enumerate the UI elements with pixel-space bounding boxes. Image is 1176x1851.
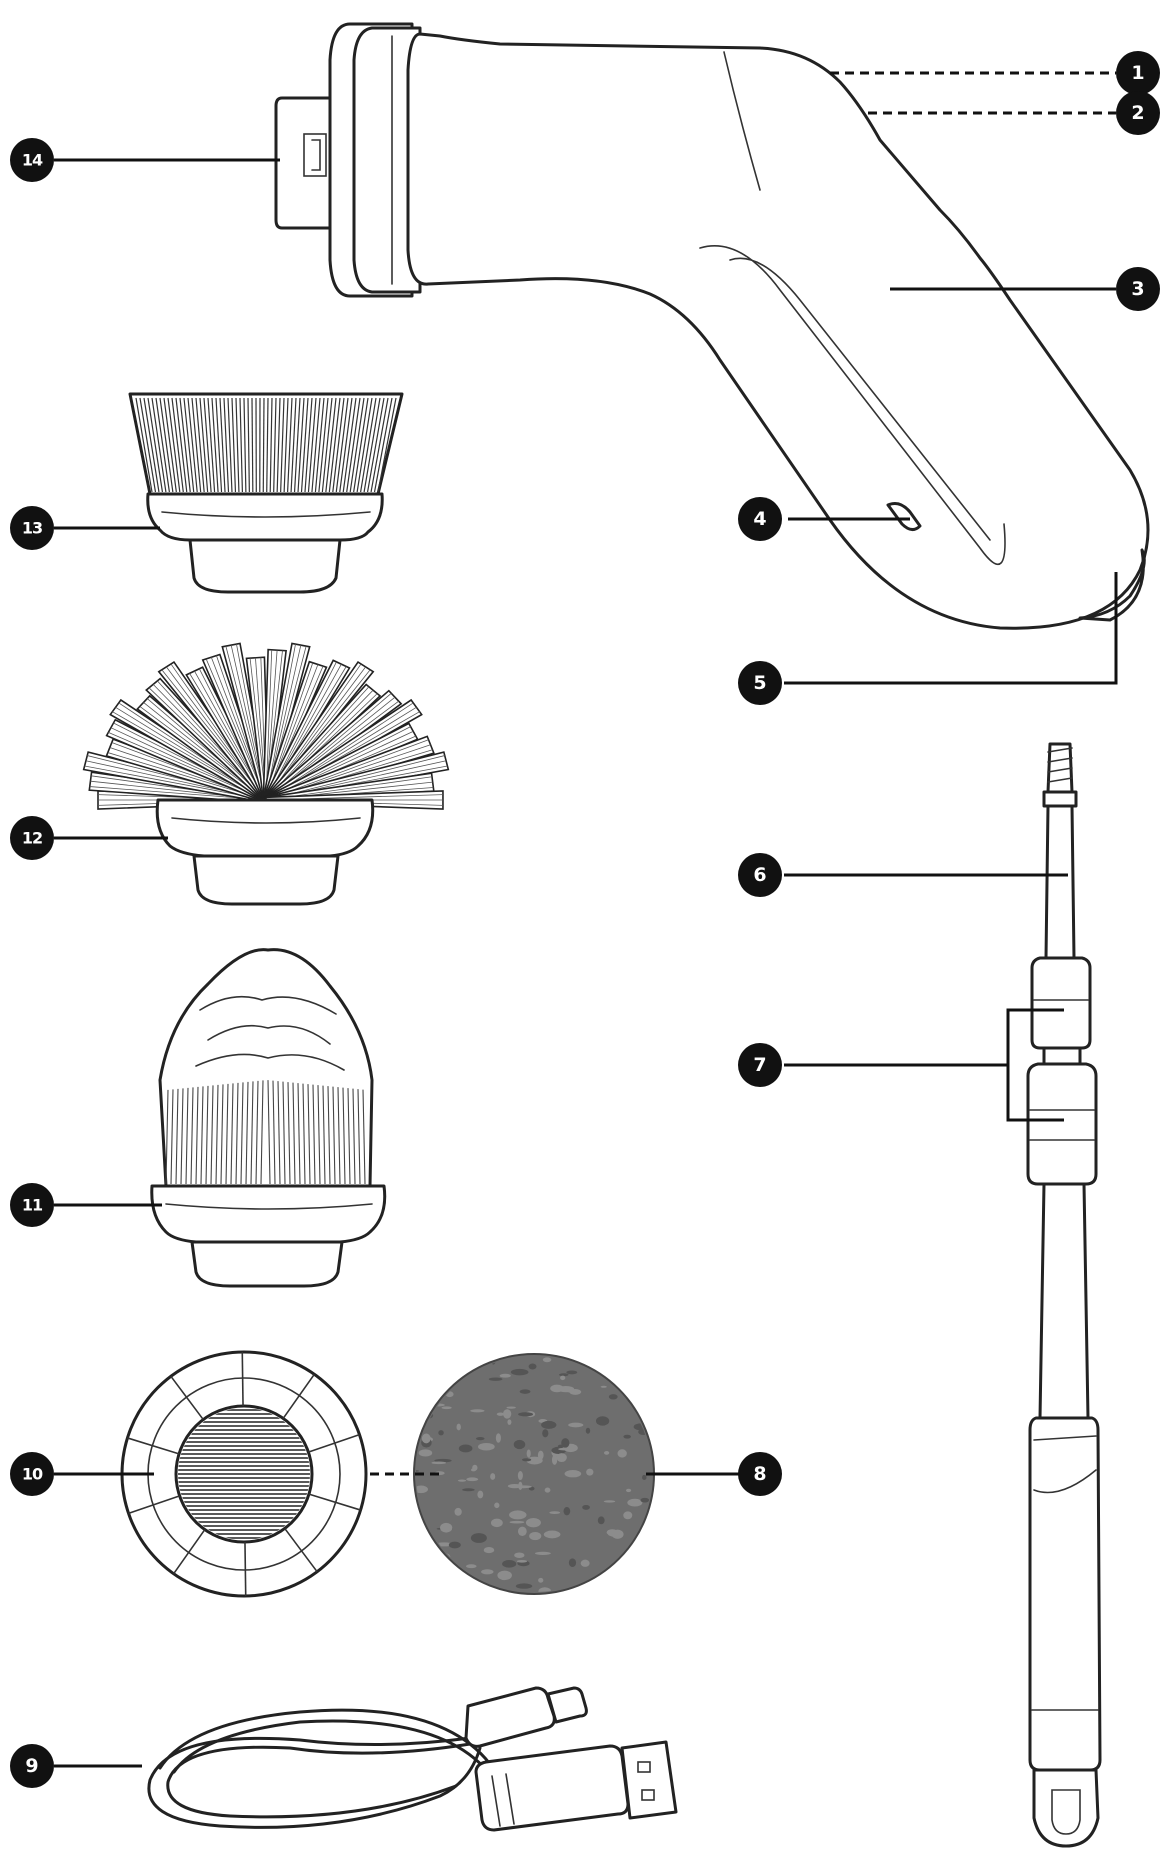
- callout-2-label: 2: [1131, 102, 1144, 124]
- callout-7: 7: [738, 1043, 782, 1087]
- callout-12: 12: [10, 816, 54, 860]
- callout-11-label: 11: [22, 1196, 43, 1215]
- callout-4: 4: [738, 497, 782, 541]
- callout-1: 1: [1116, 51, 1160, 95]
- callout-9-label: 9: [25, 1755, 38, 1777]
- callout-11: 11: [10, 1183, 54, 1227]
- callout-1-label: 1: [1131, 62, 1144, 84]
- callout-8: 8: [738, 1452, 782, 1496]
- callout-6-label: 6: [753, 864, 766, 886]
- callout-10-label: 10: [22, 1465, 43, 1484]
- callout-4-label: 4: [753, 508, 766, 530]
- callout-6: 6: [738, 853, 782, 897]
- callout-5-label: 5: [753, 672, 766, 694]
- callout-7-label: 7: [753, 1054, 766, 1076]
- callout-10: 10: [10, 1452, 54, 1496]
- tufted-brush-head-illustration: [82, 642, 450, 906]
- callout-12-label: 12: [22, 829, 42, 848]
- callout-3-label: 3: [1131, 278, 1144, 300]
- callout-14-label: 14: [22, 151, 43, 170]
- callout-3: 3: [1116, 267, 1160, 311]
- pointed-brush-head-illustration: [150, 948, 387, 1288]
- extension-pole-illustration: [1026, 742, 1102, 1848]
- callout-14: 14: [10, 138, 54, 182]
- flat-brush-head-illustration: [128, 392, 404, 594]
- pad-holder-illustration: [120, 1350, 368, 1598]
- leader-lines: [54, 71, 1118, 1768]
- callout-5: 5: [738, 661, 782, 705]
- callout-8-label: 8: [753, 1463, 766, 1485]
- usb-cable-illustration: [147, 1686, 678, 1832]
- scouring-pad-illustration: [413, 1353, 655, 1595]
- callout-9: 9: [10, 1744, 54, 1788]
- callout-13-label: 13: [22, 519, 42, 538]
- callout-2: 2: [1116, 91, 1160, 135]
- callout-13: 13: [10, 506, 54, 550]
- scrubber-handle-illustration: [274, 22, 1150, 630]
